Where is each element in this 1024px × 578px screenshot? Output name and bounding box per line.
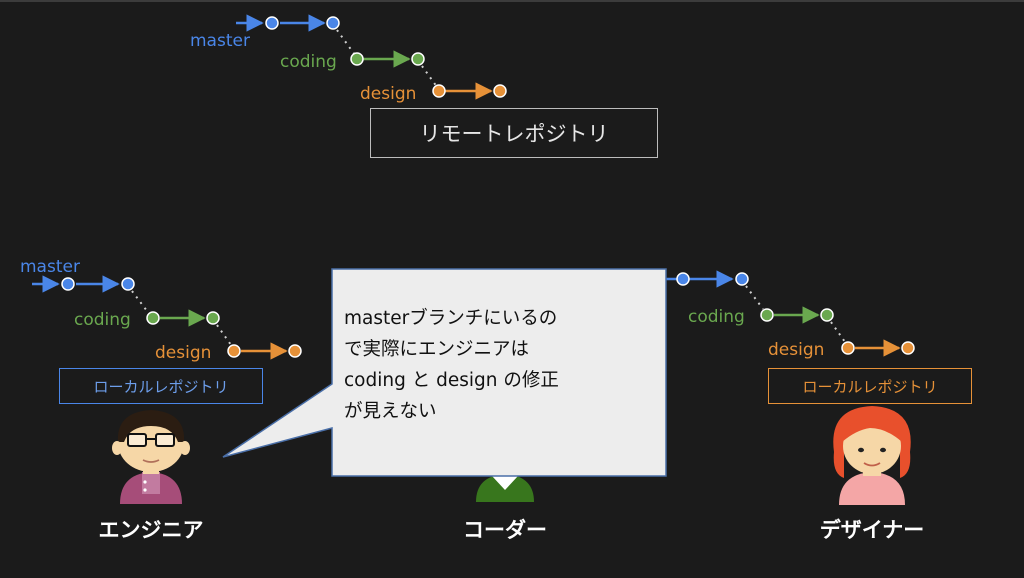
coder-avatar-icon bbox=[476, 474, 534, 502]
role-engineer-label: エンジニア bbox=[98, 518, 204, 542]
designer-branch-connector-2 bbox=[830, 321, 846, 343]
designer-coding-commit-2 bbox=[820, 308, 834, 322]
engineer-coding-commit-2 bbox=[206, 311, 220, 325]
remote-coding-commit-2 bbox=[411, 52, 425, 66]
role-designer-label: デザイナー bbox=[819, 518, 925, 542]
bubble-text-line-1: masterブランチにいるの bbox=[344, 308, 558, 329]
engineer-avatar-icon bbox=[112, 410, 190, 504]
role-coder-label: コーダー bbox=[463, 518, 547, 542]
speech-bubble: masterブランチにいるの で実際にエンジニアは coding と desig… bbox=[332, 269, 666, 476]
remote-master-commit-1 bbox=[265, 16, 279, 30]
engineer-master-commit-2 bbox=[121, 277, 135, 291]
engineer-master-label: master bbox=[20, 257, 80, 277]
designer-coding-label: coding bbox=[688, 307, 745, 327]
designer-master-commit-1 bbox=[676, 272, 690, 286]
engineer-master-commit-1 bbox=[61, 277, 75, 291]
designer-avatar-icon bbox=[833, 406, 911, 505]
speech-bubble-shape bbox=[222, 268, 667, 477]
remote-design-commit-1 bbox=[432, 84, 446, 98]
engineer-branch-connector-1 bbox=[131, 290, 151, 316]
designer-design-commit-1 bbox=[841, 341, 855, 355]
remote-design-commit-2 bbox=[493, 84, 507, 98]
engineer-local-repository-box: ローカルレポジトリ bbox=[59, 368, 263, 404]
engineer-design-commit-1 bbox=[227, 344, 241, 358]
bubble-text-line-4: が見えない bbox=[344, 401, 437, 422]
engineer-coding-label: coding bbox=[74, 310, 131, 330]
remote-branch-connector-2 bbox=[421, 65, 438, 88]
bubble-text-line-2: で実際にエンジニアは bbox=[344, 339, 530, 360]
remote-design-label: design bbox=[360, 84, 417, 104]
designer-branch-connector-1 bbox=[745, 285, 764, 310]
engineer-design-label: design bbox=[155, 343, 212, 363]
remote-coding-commit-1 bbox=[350, 52, 364, 66]
designer-design-commit-2 bbox=[901, 341, 915, 355]
remote-coding-label: coding bbox=[280, 52, 337, 72]
remote-master-label: master bbox=[190, 31, 250, 51]
designer-master-commit-2 bbox=[735, 272, 749, 286]
engineer-design-commit-2 bbox=[288, 344, 302, 358]
engineer-branch-graph bbox=[32, 275, 302, 360]
remote-branch-connector-1 bbox=[336, 29, 356, 56]
engineer-branch-connector-2 bbox=[216, 324, 232, 346]
remote-branch-graph bbox=[236, 14, 507, 100]
designer-design-label: design bbox=[768, 340, 825, 360]
bubble-text-line-3: coding と design の修正 bbox=[344, 370, 559, 391]
remote-master-commit-2 bbox=[326, 16, 340, 30]
designer-local-repository-box: ローカルレポジトリ bbox=[768, 368, 972, 404]
remote-repository-box: リモートレポジトリ bbox=[370, 108, 658, 158]
engineer-coding-commit-1 bbox=[146, 311, 160, 325]
designer-coding-commit-1 bbox=[760, 308, 774, 322]
